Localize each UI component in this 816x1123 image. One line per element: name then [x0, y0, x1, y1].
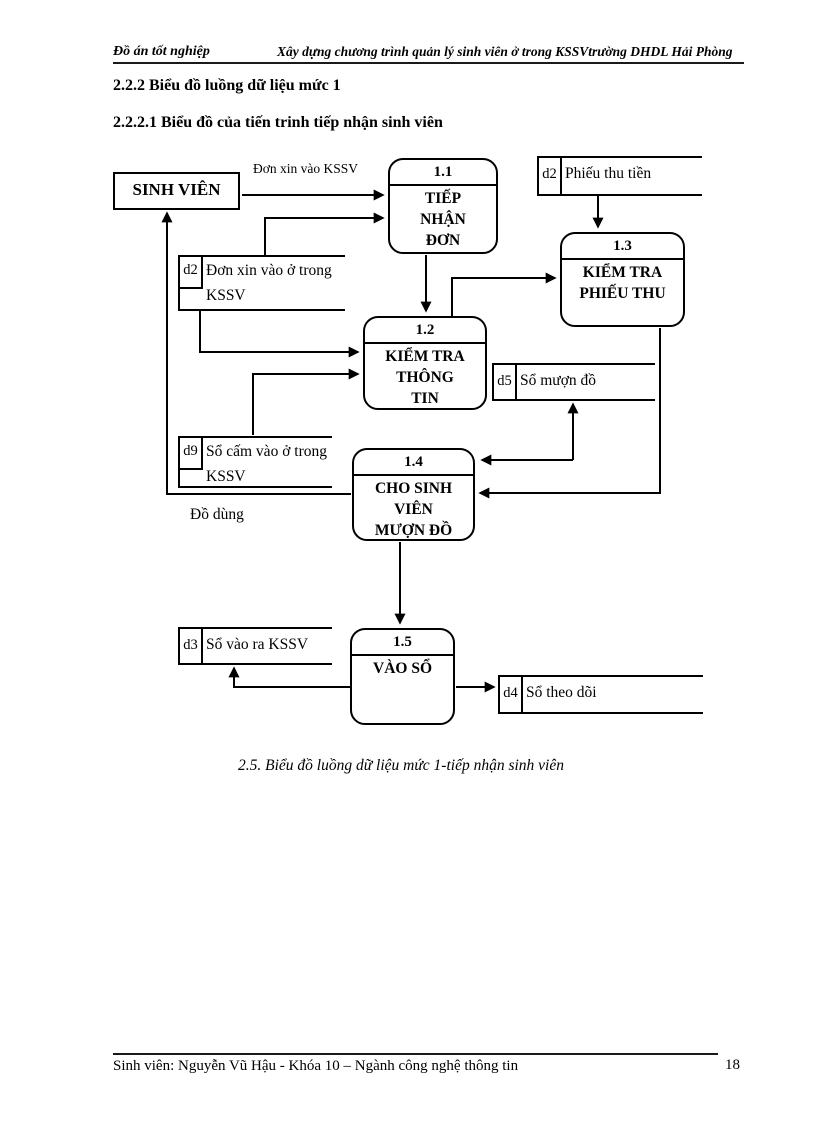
datastore-name: Sổ mượn đồ: [520, 372, 597, 389]
flow-p15-to-store-sovaora: [228, 666, 350, 688]
datastore-name: Sổ theo dõi: [526, 684, 597, 701]
header-left-title: Đồ án tốt nghiệp: [113, 44, 210, 59]
section-heading: 2.2.2 Biểu đồ luồng dữ liệu mức 1: [113, 77, 341, 94]
process-1-5-vao-so: 1.5 VÀO SỔ: [350, 628, 455, 725]
process-name: VÀO SỔ: [373, 660, 432, 677]
header-rule: [113, 62, 744, 64]
datastore-d2-don-xin-vao-o-trong-kssv: d2 Đơn xin vào ở trong KSSV: [178, 255, 345, 311]
footer-text: Sinh viên: Nguyễn Vũ Hậu - Khóa 10 – Ngà…: [113, 1058, 519, 1074]
datastore-name: Đơn xin vào ở trong KSSV: [206, 262, 332, 304]
datastore-d2-phieu-thu-tien: d2 Phiếu thu tiền: [537, 156, 702, 196]
flow-p12-to-p13: [451, 272, 557, 316]
process-name: TIẾP NHẬN ĐƠN: [420, 190, 466, 249]
datastore-id: d4: [500, 677, 523, 712]
flow-store-socam-to-p12: [252, 368, 360, 435]
flow-store-donxin-to-p12: [199, 309, 360, 358]
footer-rule: [113, 1053, 718, 1055]
process-id: 1.4: [354, 450, 473, 476]
process-name: CHO SINH VIÊN MƯỢN ĐỒ: [374, 480, 453, 539]
header-right-title: Xây dựng chương trình quản lý sinh viên …: [277, 44, 733, 59]
datastore-id: d2: [539, 158, 562, 194]
datastore-name: Sổ vào ra KSSV: [206, 636, 309, 653]
datastore-id: d9: [180, 438, 203, 470]
process-id: 1.3: [562, 234, 683, 260]
flow-label-do-dung: Đồ dùng: [190, 506, 244, 523]
datastore-id: d5: [494, 365, 517, 399]
process-1-2-kiem-tra-thong-tin: 1.2 KIỂM TRA THÔNG TIN: [363, 316, 487, 410]
process-1-3-kiem-tra-phieu-thu: 1.3 KIỂM TRA PHIẾU THU: [560, 232, 685, 327]
page-number: 18: [725, 1057, 740, 1073]
process-id: 1.2: [365, 318, 485, 344]
flow-p13-to-p14: [478, 328, 661, 499]
datastore-name: Sổ cấm vào ở trong KSSV: [206, 443, 327, 485]
datastore-d4-so-theo-doi: d4 Sổ theo dõi: [498, 675, 703, 714]
process-name: KIỂM TRA PHIẾU THU: [579, 264, 666, 302]
datastore-d3-so-vao-ra-kssv: d3 Sổ vào ra KSSV: [178, 627, 332, 665]
process-1-4-cho-sinh-vien-muon-do: 1.4 CHO SINH VIÊN MƯỢN ĐỒ: [352, 448, 475, 541]
process-id: 1.1: [390, 160, 496, 186]
subsection-heading: 2.2.2.1 Biểu đồ của tiến trinh tiếp nhận…: [113, 114, 443, 131]
external-entity-sinh-vien: SINH VIÊN: [113, 172, 240, 210]
datastore-id: d3: [180, 629, 203, 663]
process-1-1-tiep-nhan-don: 1.1 TIẾP NHẬN ĐƠN: [388, 158, 498, 254]
process-name: KIỂM TRA THÔNG TIN: [385, 348, 465, 407]
datastore-d9-so-cam-vao-o-trong-kssv: d9 Sổ cấm vào ở trong KSSV: [178, 436, 332, 488]
flow-store-donxin-to-p11: [264, 212, 385, 255]
figure-caption: 2.5. Biểu đồ luồng dữ liệu mức 1-tiếp nh…: [238, 757, 564, 774]
flow-label-don-xin-vao-kssv: Đơn xin vào KSSV: [253, 161, 359, 176]
datastore-id: d2: [180, 257, 203, 289]
process-id: 1.5: [352, 630, 453, 656]
datastore-d5-so-muon-do: d5 Sổ mượn đồ: [492, 363, 655, 401]
datastore-name: Phiếu thu tiền: [565, 165, 652, 182]
